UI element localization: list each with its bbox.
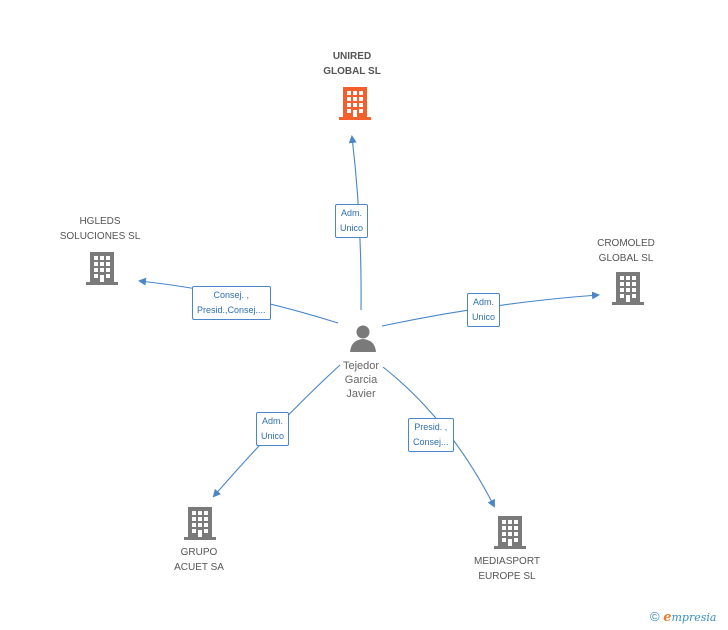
relation-label-acuet[interactable]: Adm.Unico: [256, 412, 290, 446]
building-icon[interactable]: [339, 86, 371, 120]
building-icon[interactable]: [184, 506, 216, 540]
person-name[interactable]: Tejedor Garcia Javier: [342, 360, 380, 400]
person-icon[interactable]: [349, 324, 377, 352]
building-icon[interactable]: [612, 271, 644, 305]
brand-footer: © empresia: [650, 609, 716, 625]
relation-label-hgleds[interactable]: Consej. ,Presid.,Consej....: [192, 286, 271, 320]
relation-label-cromoled[interactable]: Adm.Unico: [467, 293, 501, 327]
brand-logo-initial: e: [663, 610, 672, 625]
relation-label-mediasport[interactable]: Presid. ,Consej...: [408, 418, 454, 452]
copyright-symbol: ©: [650, 609, 660, 624]
relation-label-unired[interactable]: Adm.Unico: [335, 204, 369, 238]
brand-logo-text: mpresia: [671, 611, 717, 624]
building-icon[interactable]: [494, 515, 526, 549]
building-icon[interactable]: [86, 251, 118, 285]
